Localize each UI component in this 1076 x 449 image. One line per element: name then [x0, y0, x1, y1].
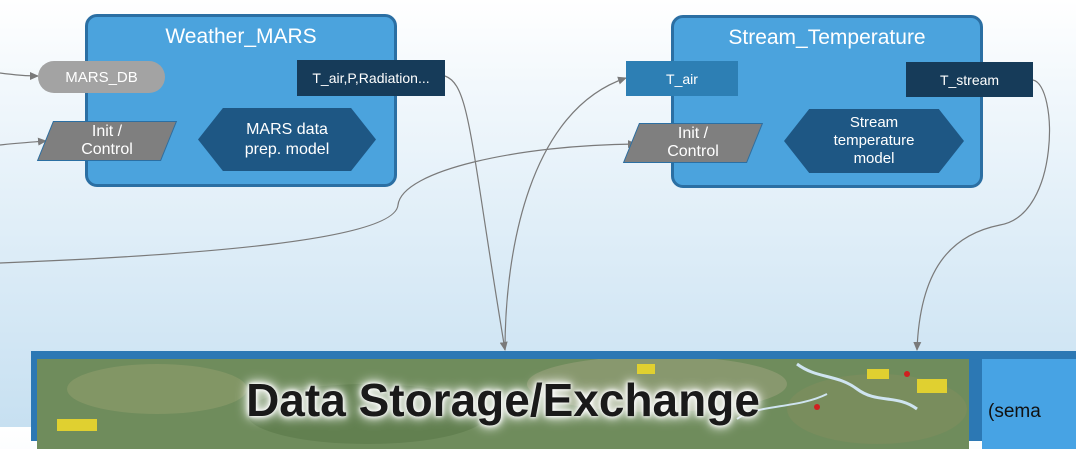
stream-temperature-model[interactable]: Stream temperature model [784, 109, 964, 173]
connector-storage-to-stream-input [504, 76, 627, 351]
storage-title: Data Storage/Exchange [246, 374, 760, 426]
connector-weather-output-to-storage [444, 75, 508, 351]
weather-init-control[interactable]: Init / Control [36, 121, 178, 161]
mars-db-node[interactable]: MARS_DB [38, 61, 165, 93]
data-storage-exchange[interactable]: Data Storage/Exchange [31, 351, 1076, 449]
module-title: Stream_Temperature [728, 26, 926, 49]
connector-to-mars-db [0, 71, 39, 80]
stream-input-port[interactable]: T_air [626, 61, 738, 96]
connector-stream-output-to-storage [913, 79, 1051, 351]
module-title: Weather_MARS [165, 25, 317, 48]
storage-note: (sema [988, 401, 1041, 422]
connector-to-weather-init [0, 137, 47, 146]
stream-output-port[interactable]: T_stream [906, 62, 1033, 97]
landscape-map-image: Data Storage/Exchange [37, 359, 969, 449]
connector-external-to-stream-init [0, 140, 637, 264]
mars-prep-model[interactable]: MARS data prep. model [198, 108, 376, 171]
init-control-label: Init / Control [81, 122, 133, 158]
connector-lines [0, 71, 1051, 351]
init-control-label: Init / Control [667, 124, 719, 160]
stream-init-control[interactable]: Init / Control [622, 123, 764, 163]
weather-output-port[interactable]: T_air,P,Radiation... [297, 60, 445, 96]
